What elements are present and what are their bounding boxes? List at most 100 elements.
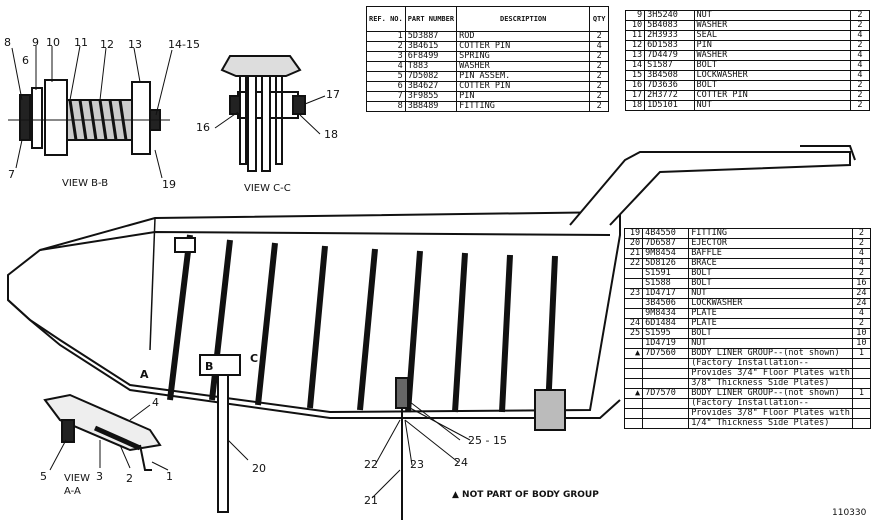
cell-qty: 2 bbox=[589, 101, 609, 112]
cell-desc: (Factory Installation-- bbox=[688, 358, 853, 369]
cell-part: 3B4508 bbox=[644, 70, 695, 81]
cell-qty: 2 bbox=[849, 80, 871, 91]
cell-ref bbox=[623, 298, 644, 309]
marker-c: C bbox=[250, 352, 259, 365]
header-qty: QTY bbox=[589, 6, 609, 32]
callout-14-15: 14-15 bbox=[168, 38, 200, 51]
view-c-c-label: VIEW C-C bbox=[244, 183, 291, 194]
cell-desc: SEAL bbox=[693, 30, 851, 41]
cell-qty: 2 bbox=[589, 71, 609, 82]
cell-desc: BODY LINER GROUP--(not shown) bbox=[688, 348, 853, 359]
cell-part: 1D5101 bbox=[644, 100, 695, 111]
cell-ref: 25 bbox=[623, 328, 644, 339]
cell-ref bbox=[623, 378, 644, 389]
cell-part: 7D6587 bbox=[642, 238, 690, 249]
cell-part: T883 bbox=[404, 61, 458, 72]
cell-desc: PLATE bbox=[688, 318, 853, 329]
cell-part bbox=[642, 368, 690, 379]
cell-ref bbox=[623, 358, 644, 369]
callout-11: 11 bbox=[74, 36, 88, 49]
cell-part: 9M8454 bbox=[642, 248, 690, 259]
cell-qty: 2 bbox=[589, 51, 609, 62]
cell-part: 3F9855 bbox=[404, 91, 458, 102]
cell-part: 7D3636 bbox=[644, 80, 695, 91]
cell-ref: 4 bbox=[366, 61, 406, 72]
cell-desc: COTTER PIN bbox=[456, 81, 591, 92]
callout-3: 3 bbox=[96, 470, 103, 483]
callout-7: 7 bbox=[8, 168, 15, 181]
dump-body-drawing bbox=[7, 145, 856, 520]
cell-desc: NUT bbox=[693, 100, 851, 111]
figure-number: 110330 bbox=[832, 508, 867, 518]
cell-part: S1591 bbox=[642, 268, 690, 279]
cell-desc: 3/8" Thickness Side Plates) bbox=[688, 378, 853, 389]
cell-ref: 1 bbox=[366, 31, 406, 42]
cell-part: 3H5240 bbox=[644, 10, 695, 21]
cell-ref: 19 bbox=[623, 228, 644, 239]
callout-2: 2 bbox=[126, 472, 133, 485]
cell-qty bbox=[851, 378, 872, 389]
cell-desc: BAFFLE bbox=[688, 248, 853, 259]
cell-ref: 21 bbox=[623, 248, 644, 259]
cell-qty: 4 bbox=[851, 308, 872, 319]
callout-18: 18 bbox=[324, 128, 338, 141]
cell-ref: 22 bbox=[623, 258, 644, 269]
cell-ref bbox=[623, 338, 644, 349]
cell-part: 5D3887 bbox=[404, 31, 458, 42]
marker-a: A bbox=[140, 368, 149, 381]
cell-ref: 14 bbox=[624, 60, 646, 71]
cell-qty: 2 bbox=[589, 91, 609, 102]
cell-part: 3B4615 bbox=[404, 41, 458, 52]
cell-qty: 2 bbox=[589, 81, 609, 92]
callout-12: 12 bbox=[100, 38, 114, 51]
cell-qty: 2 bbox=[589, 31, 609, 42]
cell-qty: 4 bbox=[849, 70, 871, 81]
cell-part: 7D4479 bbox=[644, 50, 695, 61]
cell-qty bbox=[851, 358, 872, 369]
callout-13: 13 bbox=[128, 38, 142, 51]
cell-ref: 23 bbox=[623, 288, 644, 299]
cell-desc: COTTER PIN bbox=[456, 41, 591, 52]
cell-qty: 2 bbox=[851, 318, 872, 329]
cell-desc: WASHER bbox=[693, 20, 851, 31]
callout-20: 20 bbox=[252, 462, 266, 475]
cell-desc: Provides 3/4" Floor Plates with bbox=[688, 368, 853, 379]
cell-qty: 4 bbox=[851, 258, 872, 269]
cell-part: 7D7560 bbox=[642, 348, 690, 359]
cell-ref: 2 bbox=[366, 41, 406, 52]
cell-desc: BOLT bbox=[688, 268, 853, 279]
cell-ref bbox=[623, 268, 644, 279]
cell-qty bbox=[851, 398, 872, 409]
cell-qty bbox=[851, 368, 872, 379]
cell-desc: PIN bbox=[693, 40, 851, 51]
cell-desc: WASHER bbox=[456, 61, 591, 72]
cell-desc: BOLT bbox=[693, 80, 851, 91]
cell-ref: 5 bbox=[366, 71, 406, 82]
cell-ref bbox=[623, 308, 644, 319]
cell-qty: 24 bbox=[851, 288, 872, 299]
cell-desc: NUT bbox=[688, 288, 853, 299]
cell-qty bbox=[851, 408, 872, 419]
cell-qty: 2 bbox=[589, 61, 609, 72]
cell-part: 4B4550 bbox=[642, 228, 690, 239]
table-row: 1/4" Thickness Side Plates) bbox=[623, 418, 872, 429]
cell-ref: ▲ bbox=[623, 388, 644, 399]
cell-ref bbox=[623, 368, 644, 379]
